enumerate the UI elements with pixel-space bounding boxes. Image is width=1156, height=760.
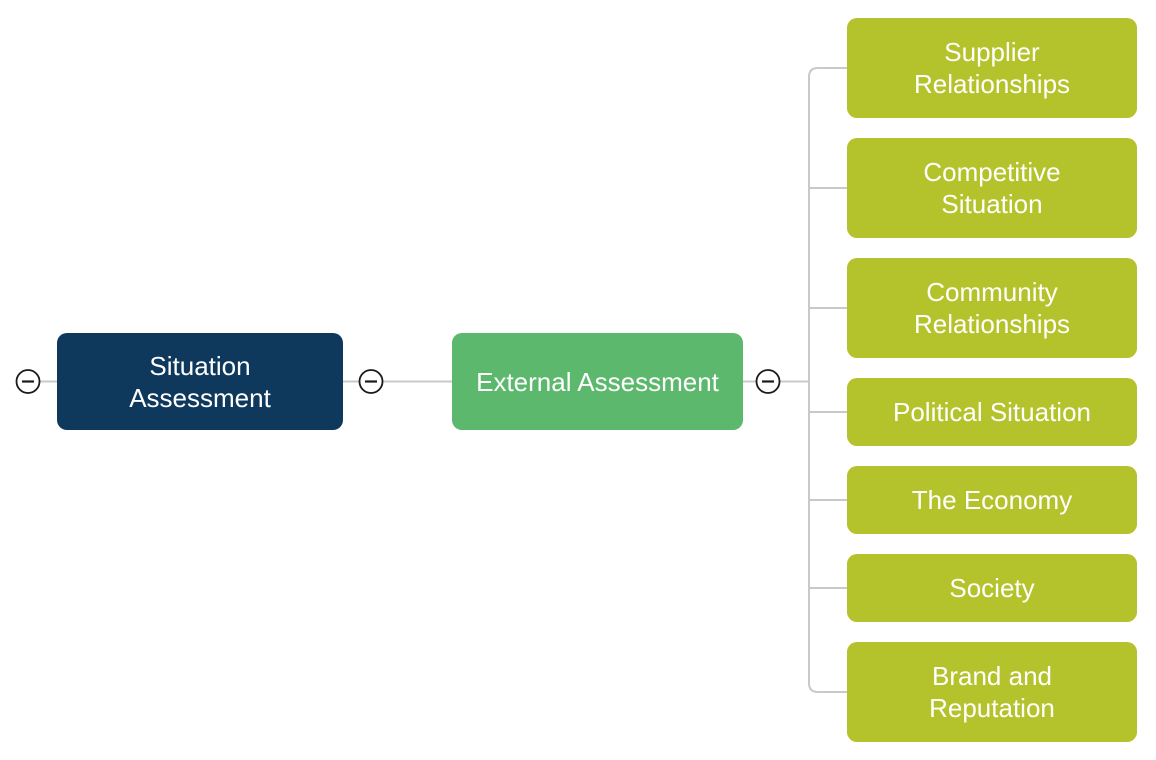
node-external-assessment[interactable]: External Assessment [452,333,743,430]
node-label: Competitive Situation [923,157,1061,219]
node-label: Society [949,573,1035,603]
node-competitive-situation[interactable]: Competitive Situation [847,138,1137,238]
minus-circle-icon collapse-button-root-right[interactable] [358,369,384,394]
node-label: The Economy [911,485,1073,515]
node-society[interactable]: Society [847,554,1137,622]
node-brand-and-reputation[interactable]: Brand and Reputation [847,642,1137,742]
node-label: External Assessment [476,366,719,397]
node-label: Community Relationships [913,277,1071,339]
node-community-relationships[interactable]: Community Relationships [847,258,1137,358]
node-label: Political Situation [893,397,1091,427]
minus-circle-icon collapse-button-root-left[interactable] [15,369,41,394]
connector-trunk [808,67,847,693]
node-label: Brand and Reputation [929,661,1055,723]
node-supplier-relationships[interactable]: Supplier Relationships [847,18,1137,118]
node-political-situation[interactable]: Political Situation [847,378,1137,446]
node-label: Supplier Relationships [913,37,1071,99]
node-label: Situation Assessment [129,350,271,413]
minus-circle-icon collapse-button-external[interactable] [755,369,781,394]
node-the-economy[interactable]: The Economy [847,466,1137,534]
node-situation-assessment[interactable]: Situation Assessment [57,333,343,430]
